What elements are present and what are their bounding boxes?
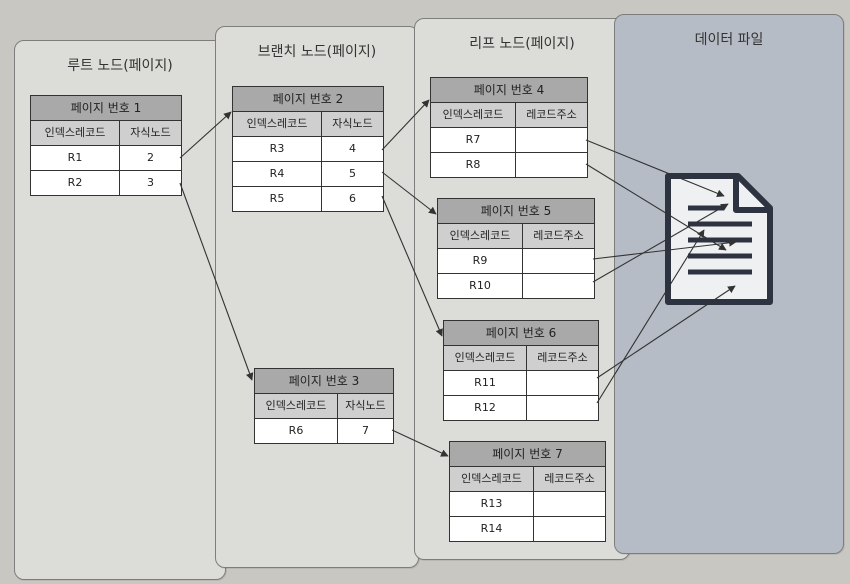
table-row: R11 [444, 371, 598, 396]
column-header-index-record: 인덱스레코드 [431, 103, 516, 127]
table-row: R8 [431, 153, 587, 177]
index-record-cell: R3 [233, 137, 322, 161]
column-header-child-node: 자식노드 [332, 117, 373, 130]
leaf-node-title: 리프 노드(페이지) [469, 36, 575, 52]
table-row: R2 3 [31, 171, 181, 195]
child-node-cell: 6 [349, 192, 356, 205]
index-record-cell: R2 [31, 171, 120, 195]
column-header-index-record: 인덱스레코드 [438, 224, 523, 248]
table-row: R9 [438, 249, 594, 274]
table-row: R3 4 [233, 137, 383, 162]
table-row: R5 6 [233, 187, 383, 211]
page-title: 페이지 번호 1 [31, 96, 181, 121]
page-title: 페이지 번호 2 [233, 87, 383, 112]
child-node-cell: 3 [147, 176, 154, 189]
page-2: 페이지 번호 2 인덱스레코드 자식노드 R3 4 R4 5 R5 6 [232, 86, 384, 212]
page-title: 페이지 번호 4 [431, 78, 587, 103]
page-title: 페이지 번호 3 [255, 369, 393, 394]
arrow-r9-to-datafile [592, 238, 737, 260]
root-node-title: 루트 노드(페이지) [67, 58, 173, 74]
column-header-index-record: 인덱스레코드 [233, 112, 322, 136]
index-record-cell: R10 [438, 274, 523, 298]
index-record-cell: R11 [444, 371, 527, 395]
page-title: 페이지 번호 5 [438, 199, 594, 224]
index-record-cell: R6 [255, 419, 338, 443]
column-header-index-record: 인덱스레코드 [444, 346, 527, 370]
page-6: 페이지 번호 6 인덱스레코드 레코드주소 R11 R12 [443, 320, 599, 421]
page-3: 페이지 번호 3 인덱스레코드 자식노드 R6 7 [254, 368, 394, 444]
index-record-cell: R12 [444, 396, 527, 420]
arrow-r4-to-page5 [381, 171, 437, 215]
arrow-r6-to-page7 [391, 429, 449, 457]
column-header-child-node: 자식노드 [130, 126, 171, 139]
index-record-cell: R13 [450, 492, 534, 516]
page-5: 페이지 번호 5 인덱스레코드 레코드주소 R9 R10 [437, 198, 595, 299]
table-row: R14 [450, 517, 605, 541]
column-header-index-record: 인덱스레코드 [255, 394, 338, 418]
branch-node-title: 브랜치 노드(페이지) [257, 44, 377, 60]
index-record-cell: R9 [438, 249, 523, 273]
child-node-cell: 7 [362, 424, 369, 437]
child-node-cell: 5 [349, 167, 356, 180]
arrow-r11-to-datafile [596, 285, 736, 379]
table-row: R13 [450, 492, 605, 517]
arrow-r12-to-datafile [596, 229, 705, 404]
table-row: R6 7 [255, 419, 393, 443]
page-1: 페이지 번호 1 인덱스레코드 자식노드 R1 2 R2 3 [30, 95, 182, 196]
index-record-cell: R8 [431, 153, 516, 177]
index-record-cell: R5 [233, 187, 322, 211]
index-record-cell: R1 [31, 146, 120, 170]
table-row: R10 [438, 274, 594, 298]
page-title: 페이지 번호 7 [450, 442, 605, 467]
arrow-r7-to-datafile [585, 139, 725, 197]
child-node-cell: 4 [349, 142, 356, 155]
column-header-index-record: 인덱스레코드 [31, 121, 120, 145]
table-row: R4 5 [233, 162, 383, 187]
table-row: R7 [431, 128, 587, 153]
page-title: 페이지 번호 6 [444, 321, 598, 346]
arrow-r5-to-page6 [381, 195, 443, 337]
column-header-record-address: 레코드주소 [526, 108, 577, 121]
column-header-record-address: 레코드주소 [537, 351, 588, 364]
index-record-cell: R4 [233, 162, 322, 186]
document-icon [665, 173, 773, 305]
column-header-record-address: 레코드주소 [544, 472, 595, 485]
datafile-title: 데이터 파일 [694, 32, 764, 48]
table-row: R12 [444, 396, 598, 420]
arrow-r10-to-datafile [592, 203, 729, 283]
table-row: R1 2 [31, 146, 181, 171]
column-header-record-address: 레코드주소 [533, 229, 584, 242]
page-4: 페이지 번호 4 인덱스레코드 레코드주소 R7 R8 [430, 77, 588, 178]
arrow-r3-to-page4 [381, 99, 430, 151]
index-record-cell: R14 [450, 517, 534, 541]
page-7: 페이지 번호 7 인덱스레코드 레코드주소 R13 R14 [449, 441, 606, 542]
column-header-index-record: 인덱스레코드 [450, 467, 534, 491]
column-header-child-node: 자식노드 [345, 399, 386, 412]
arrow-r1-to-page2 [179, 111, 232, 159]
index-record-cell: R7 [431, 128, 516, 152]
arrow-r2-to-page3 [179, 182, 254, 381]
child-node-cell: 2 [147, 151, 154, 164]
